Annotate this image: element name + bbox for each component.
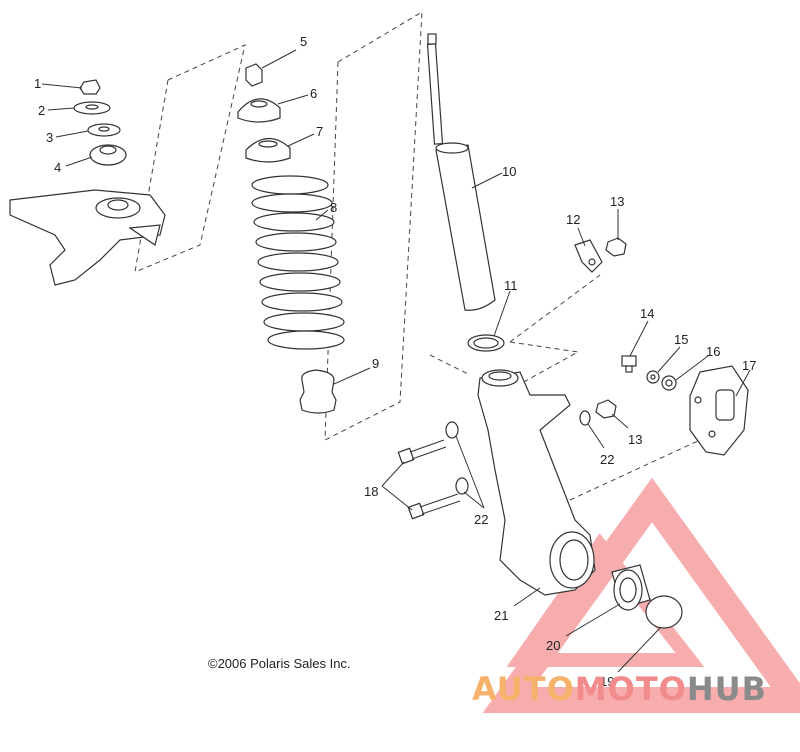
knuckle-bolts [397, 439, 461, 520]
callout-10: 10 [502, 164, 516, 179]
washer-left-upper [445, 421, 459, 439]
callout-19: 19 [600, 674, 614, 689]
callout-11: 11 [504, 278, 518, 293]
watermark-word-auto: AUTO [472, 670, 575, 708]
callout-22-left: 22 [474, 512, 488, 527]
watermark-word-moto: MOTO [574, 670, 687, 708]
leader-lines [41, 49, 751, 673]
callout-7: 7 [316, 124, 323, 139]
spring-retainer-parts [237, 63, 291, 163]
bump-stop [299, 369, 337, 414]
hardware-stack-left [73, 79, 127, 166]
bolt-and-washers [621, 355, 677, 391]
upper-a-arm [9, 189, 166, 286]
o-ring-inner [473, 337, 499, 349]
callout-22-right: 22 [600, 452, 614, 467]
callout-15: 15 [674, 332, 688, 347]
callout-13-upper: 13 [610, 194, 624, 209]
washer-right [579, 410, 591, 426]
wheel-bearing [611, 564, 651, 611]
watermark-triangle-icon [482, 477, 800, 713]
callout-20: 20 [546, 638, 560, 653]
callout-21: 21 [494, 608, 508, 623]
callout-5: 5 [300, 34, 307, 49]
callout-12: 12 [566, 212, 580, 227]
shock-absorber [426, 33, 496, 311]
callout-14: 14 [640, 306, 654, 321]
watermark-word-hub: HUB [686, 670, 768, 708]
callout-13-lower: 13 [628, 432, 642, 447]
bracket-clip [574, 239, 603, 273]
callout-2: 2 [38, 103, 45, 118]
washer-left-lower [455, 477, 469, 495]
callout-16: 16 [706, 344, 720, 359]
nut-upper [605, 237, 627, 257]
callout-3: 3 [46, 130, 53, 145]
callout-4: 4 [54, 160, 61, 175]
callout-labels: 1 2 3 4 5 6 7 8 9 10 11 12 13 13 14 15 1… [34, 34, 756, 689]
copyright-text: ©2006 Polaris Sales Inc. [208, 656, 351, 671]
callout-6: 6 [310, 86, 317, 101]
brake-caliper [689, 365, 749, 456]
snap-ring [645, 595, 683, 629]
callout-17: 17 [742, 358, 756, 373]
coil-spring [251, 175, 345, 350]
callout-8: 8 [330, 200, 337, 215]
steering-knuckle [477, 369, 596, 596]
callout-1: 1 [34, 76, 41, 91]
callout-9: 9 [372, 356, 379, 371]
watermark-logo: AUTOMOTOHUB [472, 670, 767, 708]
callout-18: 18 [364, 484, 378, 499]
